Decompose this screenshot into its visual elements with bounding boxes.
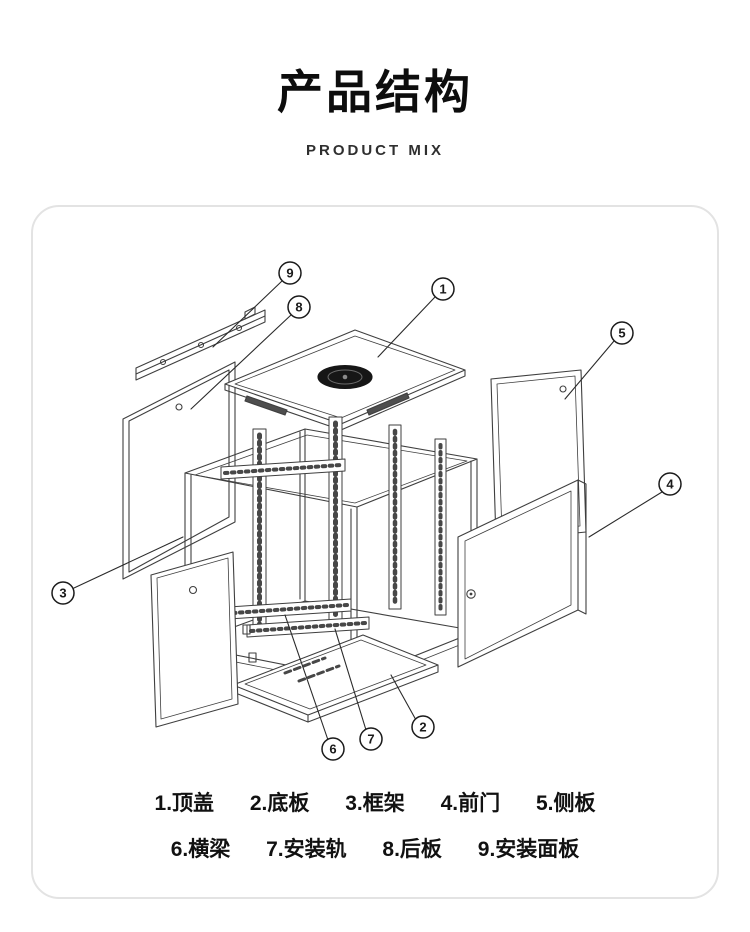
svg-text:9: 9: [286, 266, 293, 281]
legend: 1.顶盖 2.底板 3.框架 4.前门 5.侧板 6.横梁 7.安装轨 8.后板…: [33, 787, 717, 863]
svg-text:2: 2: [419, 720, 426, 735]
callout-6: 6: [321, 737, 345, 761]
part-front-door: [457, 479, 587, 668]
svg-text:1: 1: [439, 282, 446, 297]
callout-8: 8: [287, 295, 311, 319]
part-mounting-rail: [246, 616, 370, 638]
leader-lines: [73, 280, 663, 741]
svg-text:4: 4: [666, 477, 674, 492]
leader-line-6: [284, 614, 329, 741]
legend-item-mounting-rail: 7.安装轨: [266, 838, 347, 861]
legend-item-frame: 3.框架: [345, 792, 405, 815]
leader-line-9: [212, 280, 283, 348]
legend-item-bottom-plate: 2.底板: [249, 792, 310, 815]
part-bottom-plate: [232, 634, 439, 723]
svg-text:8: 8: [295, 300, 302, 315]
leader-line-4: [588, 491, 663, 538]
page-title: 产品结构: [277, 66, 473, 118]
leader-line-3: [73, 536, 184, 589]
callout-2: 2: [411, 715, 435, 739]
legend-item-top-cover: 1.顶盖: [154, 792, 215, 815]
leader-line-5: [564, 340, 615, 400]
exploded-view-drawing: 1 2 3 4 5 6 7: [51, 261, 682, 761]
leader-line-8: [190, 314, 292, 410]
vent-slot-right: [366, 392, 410, 416]
product-structure-panel: 1 2 3 4 5 6 7: [31, 205, 719, 899]
legend-item-side-panel: 5.侧板: [535, 792, 596, 815]
legend-item-rear-panel: 8.后板: [382, 838, 442, 861]
callout-5: 5: [610, 321, 634, 345]
legend-row-2: 6.横梁 7.安装轨 8.后板 9.安装面板: [33, 833, 717, 863]
svg-text:3: 3: [59, 586, 66, 601]
fan-vent: [317, 364, 373, 390]
svg-text:6: 6: [329, 742, 336, 757]
leader-line-1: [377, 296, 436, 358]
leader-line-7: [334, 628, 367, 731]
part-top-cover: [224, 329, 466, 431]
frame-top-crossbar: [220, 458, 346, 480]
page-header: 产品结构 PRODUCT MIX: [0, 0, 750, 159]
callout-9: 9: [278, 261, 302, 285]
part-rear-panel: [122, 361, 236, 580]
page-subtitle: PRODUCT MIX: [306, 142, 444, 159]
legend-item-beam: 6.横梁: [170, 838, 231, 861]
callouts: 1 2 3 4 5 6 7: [51, 261, 682, 761]
legend-row-1: 1.顶盖 2.底板 3.框架 4.前门 5.侧板: [33, 787, 717, 817]
door-lock: [466, 589, 476, 599]
leader-line-2: [390, 674, 417, 721]
callout-3: 3: [51, 581, 75, 605]
svg-text:5: 5: [618, 326, 625, 341]
legend-item-mounting-panel: 9.安装面板: [477, 838, 580, 861]
vent-slot-left: [244, 395, 288, 416]
svg-text:7: 7: [367, 732, 374, 747]
callout-1: 1: [431, 277, 455, 301]
part-mounting-panel: [135, 306, 266, 381]
callout-7: 7: [359, 727, 383, 751]
legend-item-front-door: 4.前门: [440, 792, 501, 815]
part-side-panel-left: [150, 551, 257, 728]
callout-4: 4: [658, 472, 682, 496]
